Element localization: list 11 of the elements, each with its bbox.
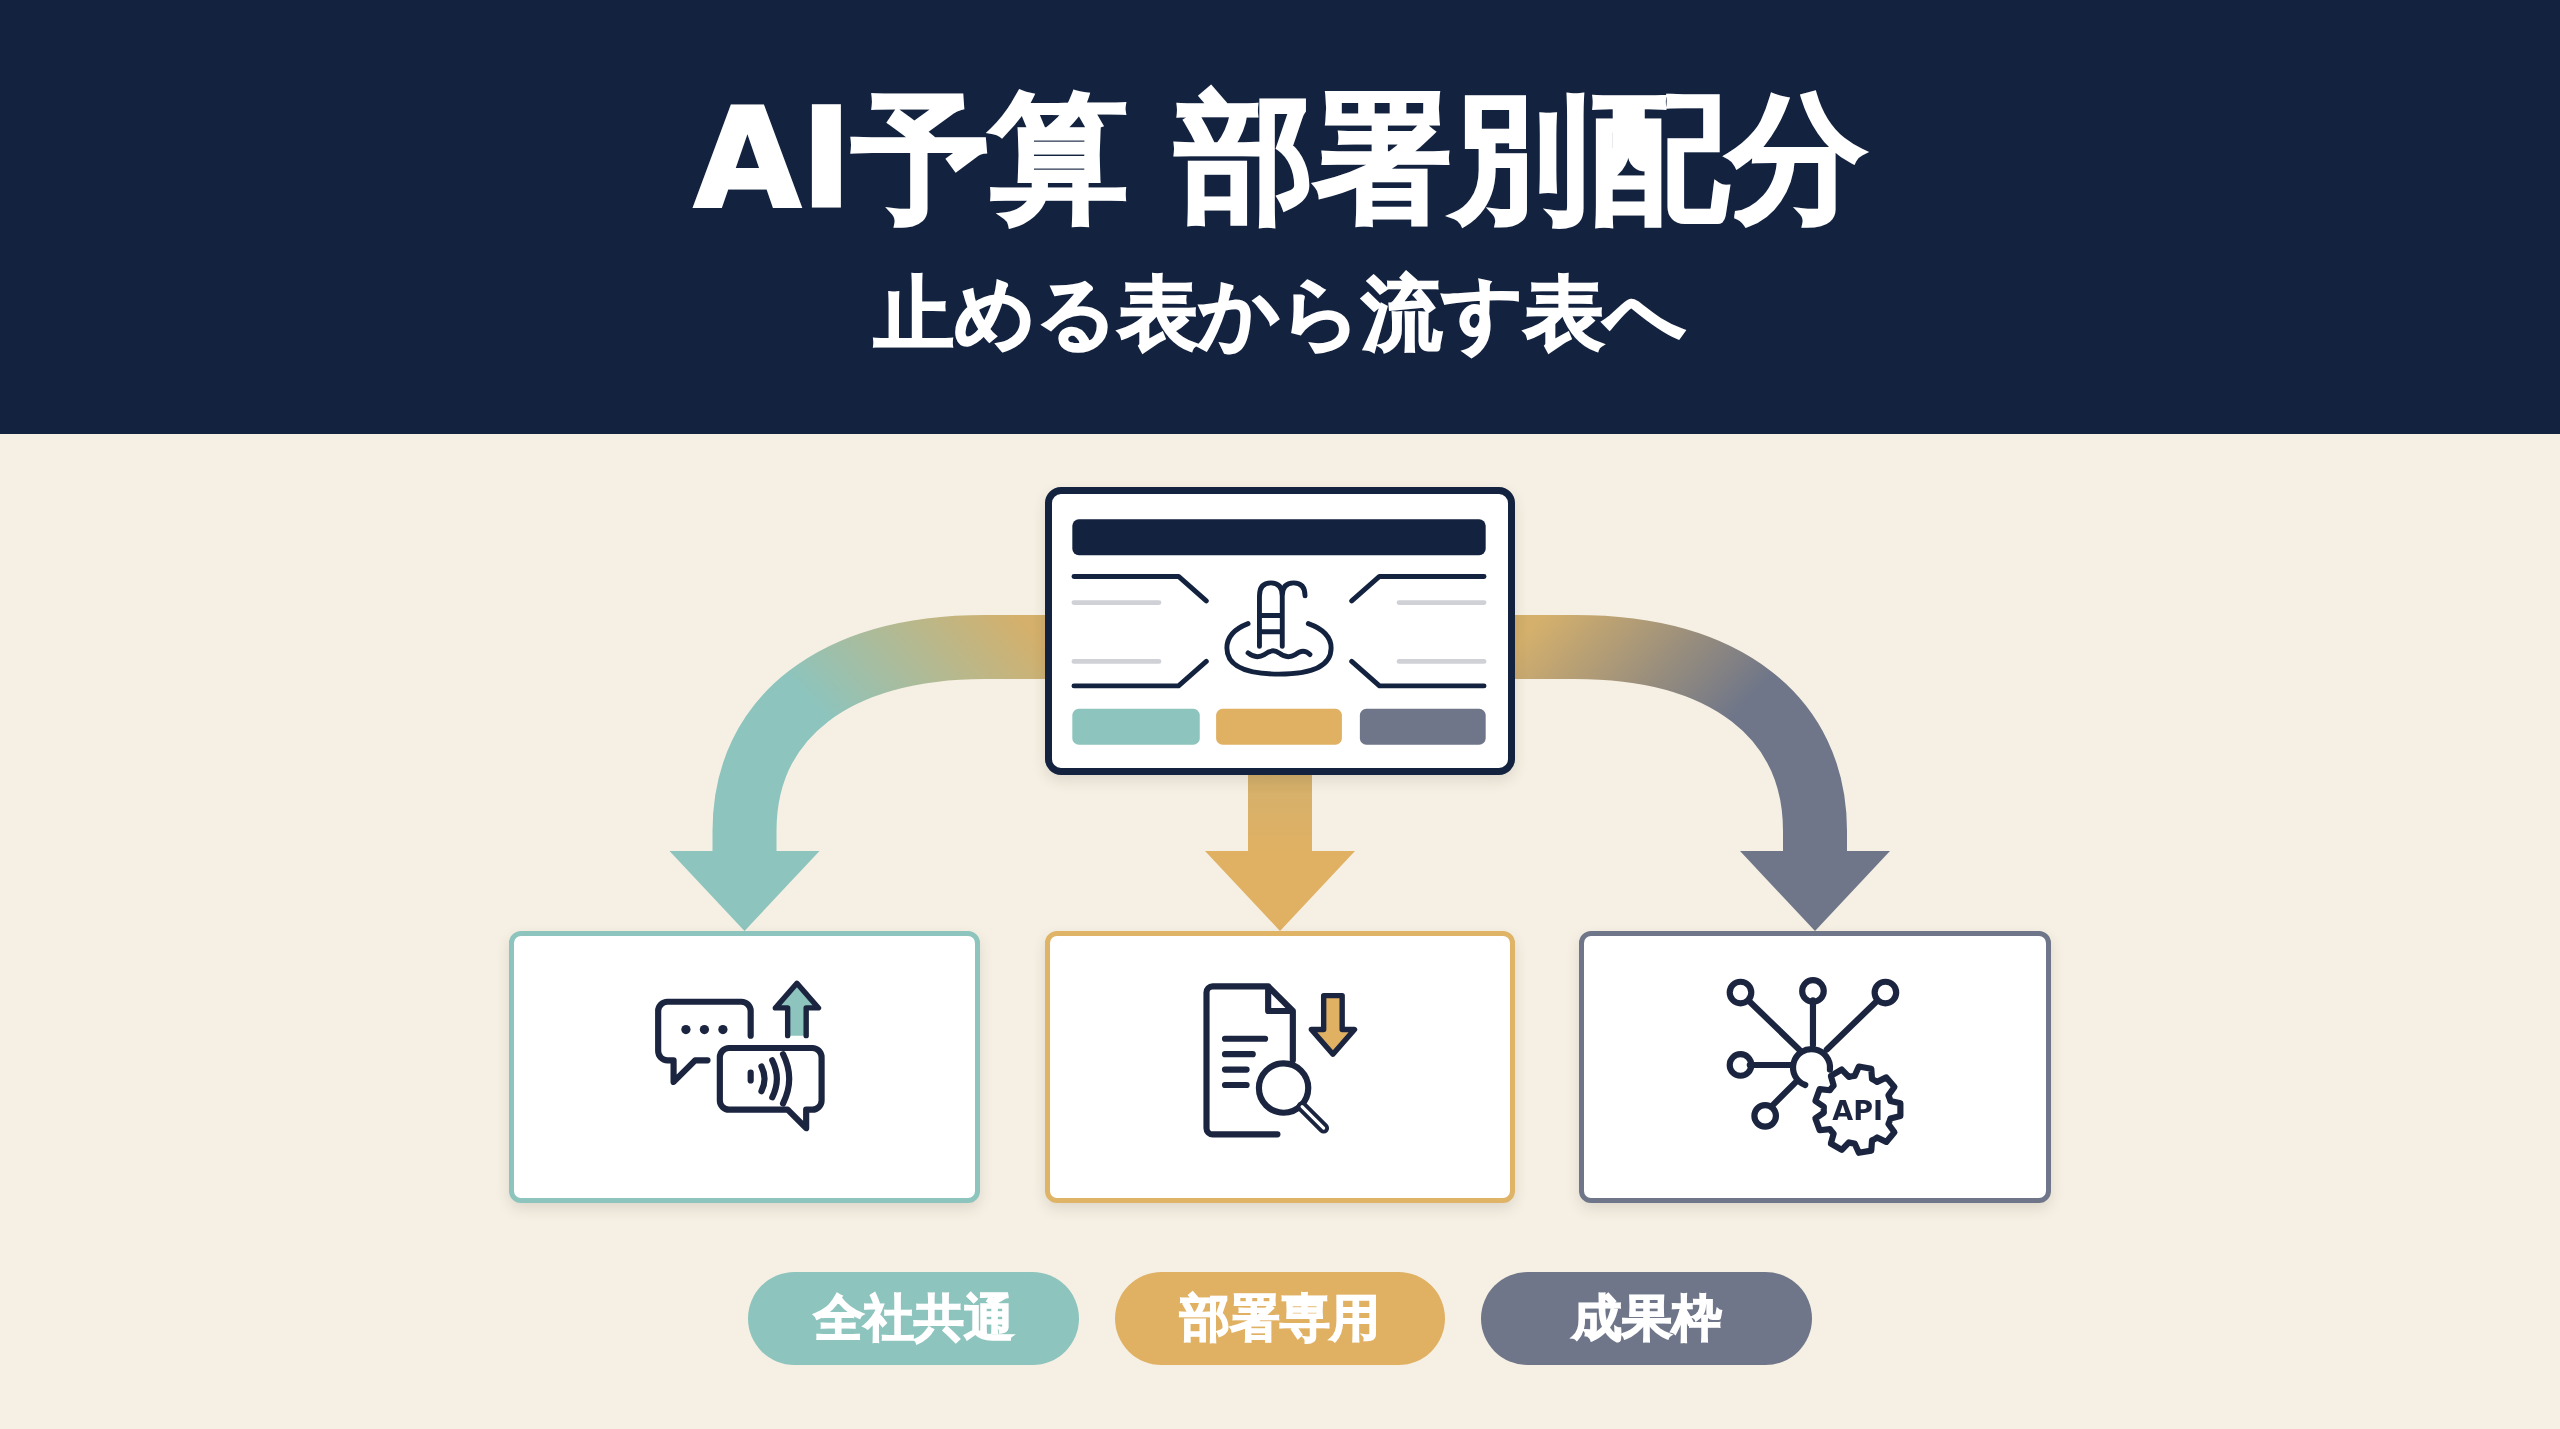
network-card [1579, 931, 2051, 1203]
title: AI予算 部署別配分 [693, 80, 1867, 239]
arrow [1205, 775, 1355, 931]
subtitle: 止める表から流す表へ [874, 268, 1686, 360]
category-tag: 全社共通 [748, 1272, 1079, 1365]
table-card [1045, 487, 1515, 775]
document-card [1045, 931, 1515, 1203]
chat-card [509, 931, 980, 1203]
api-label: API [1832, 1096, 1884, 1124]
category-tag: 成果枠 [1481, 1272, 1812, 1365]
category-tag: 部署専用 [1115, 1272, 1445, 1365]
